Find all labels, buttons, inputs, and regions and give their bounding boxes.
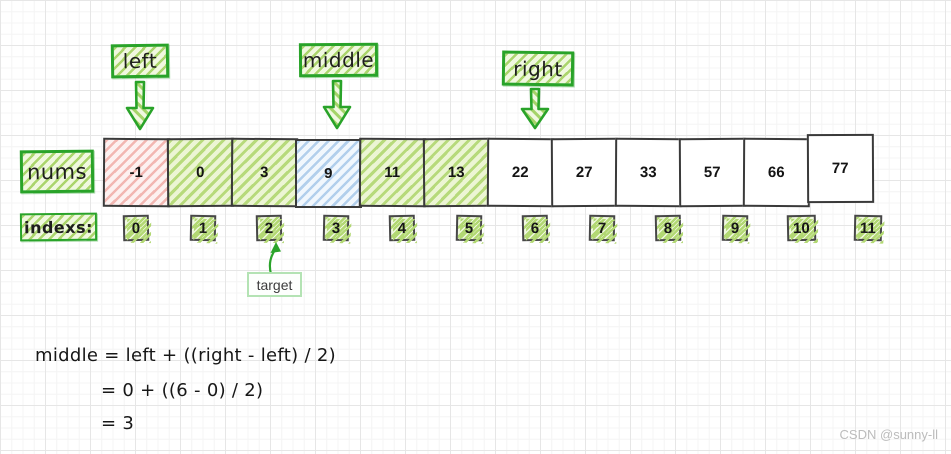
target-callout-text: target bbox=[256, 276, 293, 293]
indexs-label-text: indexs: bbox=[23, 217, 94, 237]
formula-line-1: middle = left + ((right - left) / 2) bbox=[35, 345, 336, 366]
array-cell: 22 bbox=[486, 137, 554, 208]
array-cell: 0 bbox=[166, 137, 234, 208]
left-pointer-label: left bbox=[110, 43, 170, 79]
index-box: 3 bbox=[322, 214, 350, 242]
middle-pointer-text: middle bbox=[302, 47, 375, 73]
left-arrow-icon bbox=[125, 80, 155, 131]
nums-array-row: -1 0 3 9 11 13 22 27 33 57 66 77 bbox=[102, 133, 874, 208]
array-cell: 77 bbox=[806, 133, 874, 204]
middle-pointer-label: middle bbox=[298, 42, 379, 78]
target-arrow-icon bbox=[268, 242, 281, 275]
indexs-label: indexs: bbox=[19, 212, 98, 242]
index-row: 0 1 2 3 4 5 6 7 8 9 10 11 bbox=[103, 214, 901, 242]
index-box: 6 bbox=[521, 214, 549, 242]
index-box: 10 bbox=[786, 214, 816, 242]
right-arrow-icon bbox=[520, 87, 550, 130]
index-box: 4 bbox=[388, 214, 416, 242]
index-box: 0 bbox=[122, 214, 150, 242]
array-cell: 33 bbox=[614, 137, 682, 208]
array-cell: 27 bbox=[550, 137, 618, 208]
formula-line-2: = 0 + ((6 - 0) / 2) bbox=[101, 380, 264, 401]
right-pointer-label: right bbox=[501, 50, 575, 87]
array-cell: -1 bbox=[102, 137, 170, 208]
left-pointer-text: left bbox=[122, 48, 158, 74]
index-box: 7 bbox=[588, 214, 616, 242]
array-cell: 3 bbox=[230, 137, 298, 208]
index-box: 9 bbox=[721, 214, 749, 242]
index-box: 5 bbox=[455, 214, 483, 242]
array-cell: 66 bbox=[742, 137, 810, 208]
array-cell: 9 bbox=[295, 139, 362, 208]
formula-line-3: = 3 bbox=[101, 413, 135, 434]
index-box: 8 bbox=[654, 214, 682, 242]
nums-label-text: nums bbox=[26, 159, 88, 184]
target-callout: target bbox=[247, 272, 302, 297]
index-box: 11 bbox=[853, 214, 882, 242]
middle-arrow-icon bbox=[322, 79, 352, 130]
index-box: 1 bbox=[189, 214, 217, 242]
array-cell: 13 bbox=[422, 137, 490, 208]
csdn-watermark: CSDN @sunny-ll bbox=[839, 427, 938, 442]
nums-label: nums bbox=[19, 149, 95, 194]
index-box: 2 bbox=[255, 214, 283, 242]
array-cell: 57 bbox=[678, 137, 746, 208]
array-cell: 11 bbox=[358, 137, 426, 208]
right-pointer-text: right bbox=[513, 56, 563, 81]
